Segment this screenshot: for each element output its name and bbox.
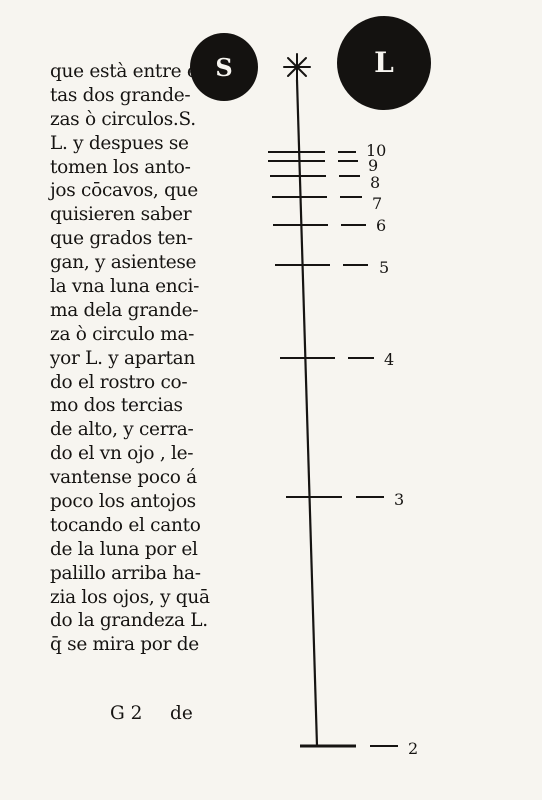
text-line: do la grandeza L. (50, 610, 208, 632)
scale-tick-label-4: 4 (384, 350, 394, 369)
text-line: vantense poco á (50, 467, 197, 489)
scale-tick-label-2: 2 (408, 739, 418, 758)
signature-line: G 2 de (50, 702, 206, 726)
star-icon (283, 53, 311, 81)
scale-tick-label-5: 5 (379, 258, 389, 277)
text-line: poco los antojos (50, 491, 196, 513)
text-line: mo dos tercias (50, 395, 183, 417)
text-line: yor L. y apartan (50, 347, 196, 369)
text-line: ma dela grande- (50, 299, 199, 321)
text-line: gan, y asientese (50, 252, 197, 274)
scale-staff (295, 79, 319, 747)
small-disc-label: S (215, 53, 232, 82)
text-line: za ò circulo ma- (50, 323, 195, 345)
text-line: de alto, y cerra- (50, 419, 194, 441)
scale-tick-label-3: 3 (394, 490, 404, 509)
text-line: que està entre es (50, 61, 207, 82)
text-line: que grados ten- (50, 228, 193, 250)
text-line: tocando el canto (50, 514, 201, 536)
text-line: zia los ojos, y quā (50, 586, 210, 608)
scale-tick-label-6: 6 (376, 216, 386, 235)
catchword: de (170, 703, 193, 724)
text-line: q̄ se mira por de (50, 634, 199, 656)
text-line: zas ò circulos.S. (50, 108, 196, 130)
text-line: tomen los anto- (50, 156, 191, 178)
text-line: tas dos grande- (50, 84, 191, 106)
text-line: do el vn ojo , le- (50, 443, 194, 465)
text-line: la vna luna enci- (50, 276, 200, 298)
text-line: L. y despues se (50, 132, 189, 154)
text-line: de la luna por el (50, 538, 198, 560)
text-line: do el rostro co- (50, 371, 188, 393)
signature-mark: G 2 (110, 703, 143, 724)
text-line: palillo arriba ha- (50, 562, 201, 584)
scale-tick-label-10: 10 (366, 141, 386, 160)
scale-tick-label-7: 7 (372, 194, 382, 213)
large-disc-label: L (374, 46, 394, 79)
text-line: jos cōcavos, que (50, 180, 198, 202)
text-line: quisieren saber (50, 204, 192, 226)
scale-tick-label-8: 8 (370, 173, 380, 192)
scale-tick-label-9: 9 (368, 156, 378, 175)
large-disc-l (337, 16, 431, 110)
small-disc-s (190, 33, 258, 101)
